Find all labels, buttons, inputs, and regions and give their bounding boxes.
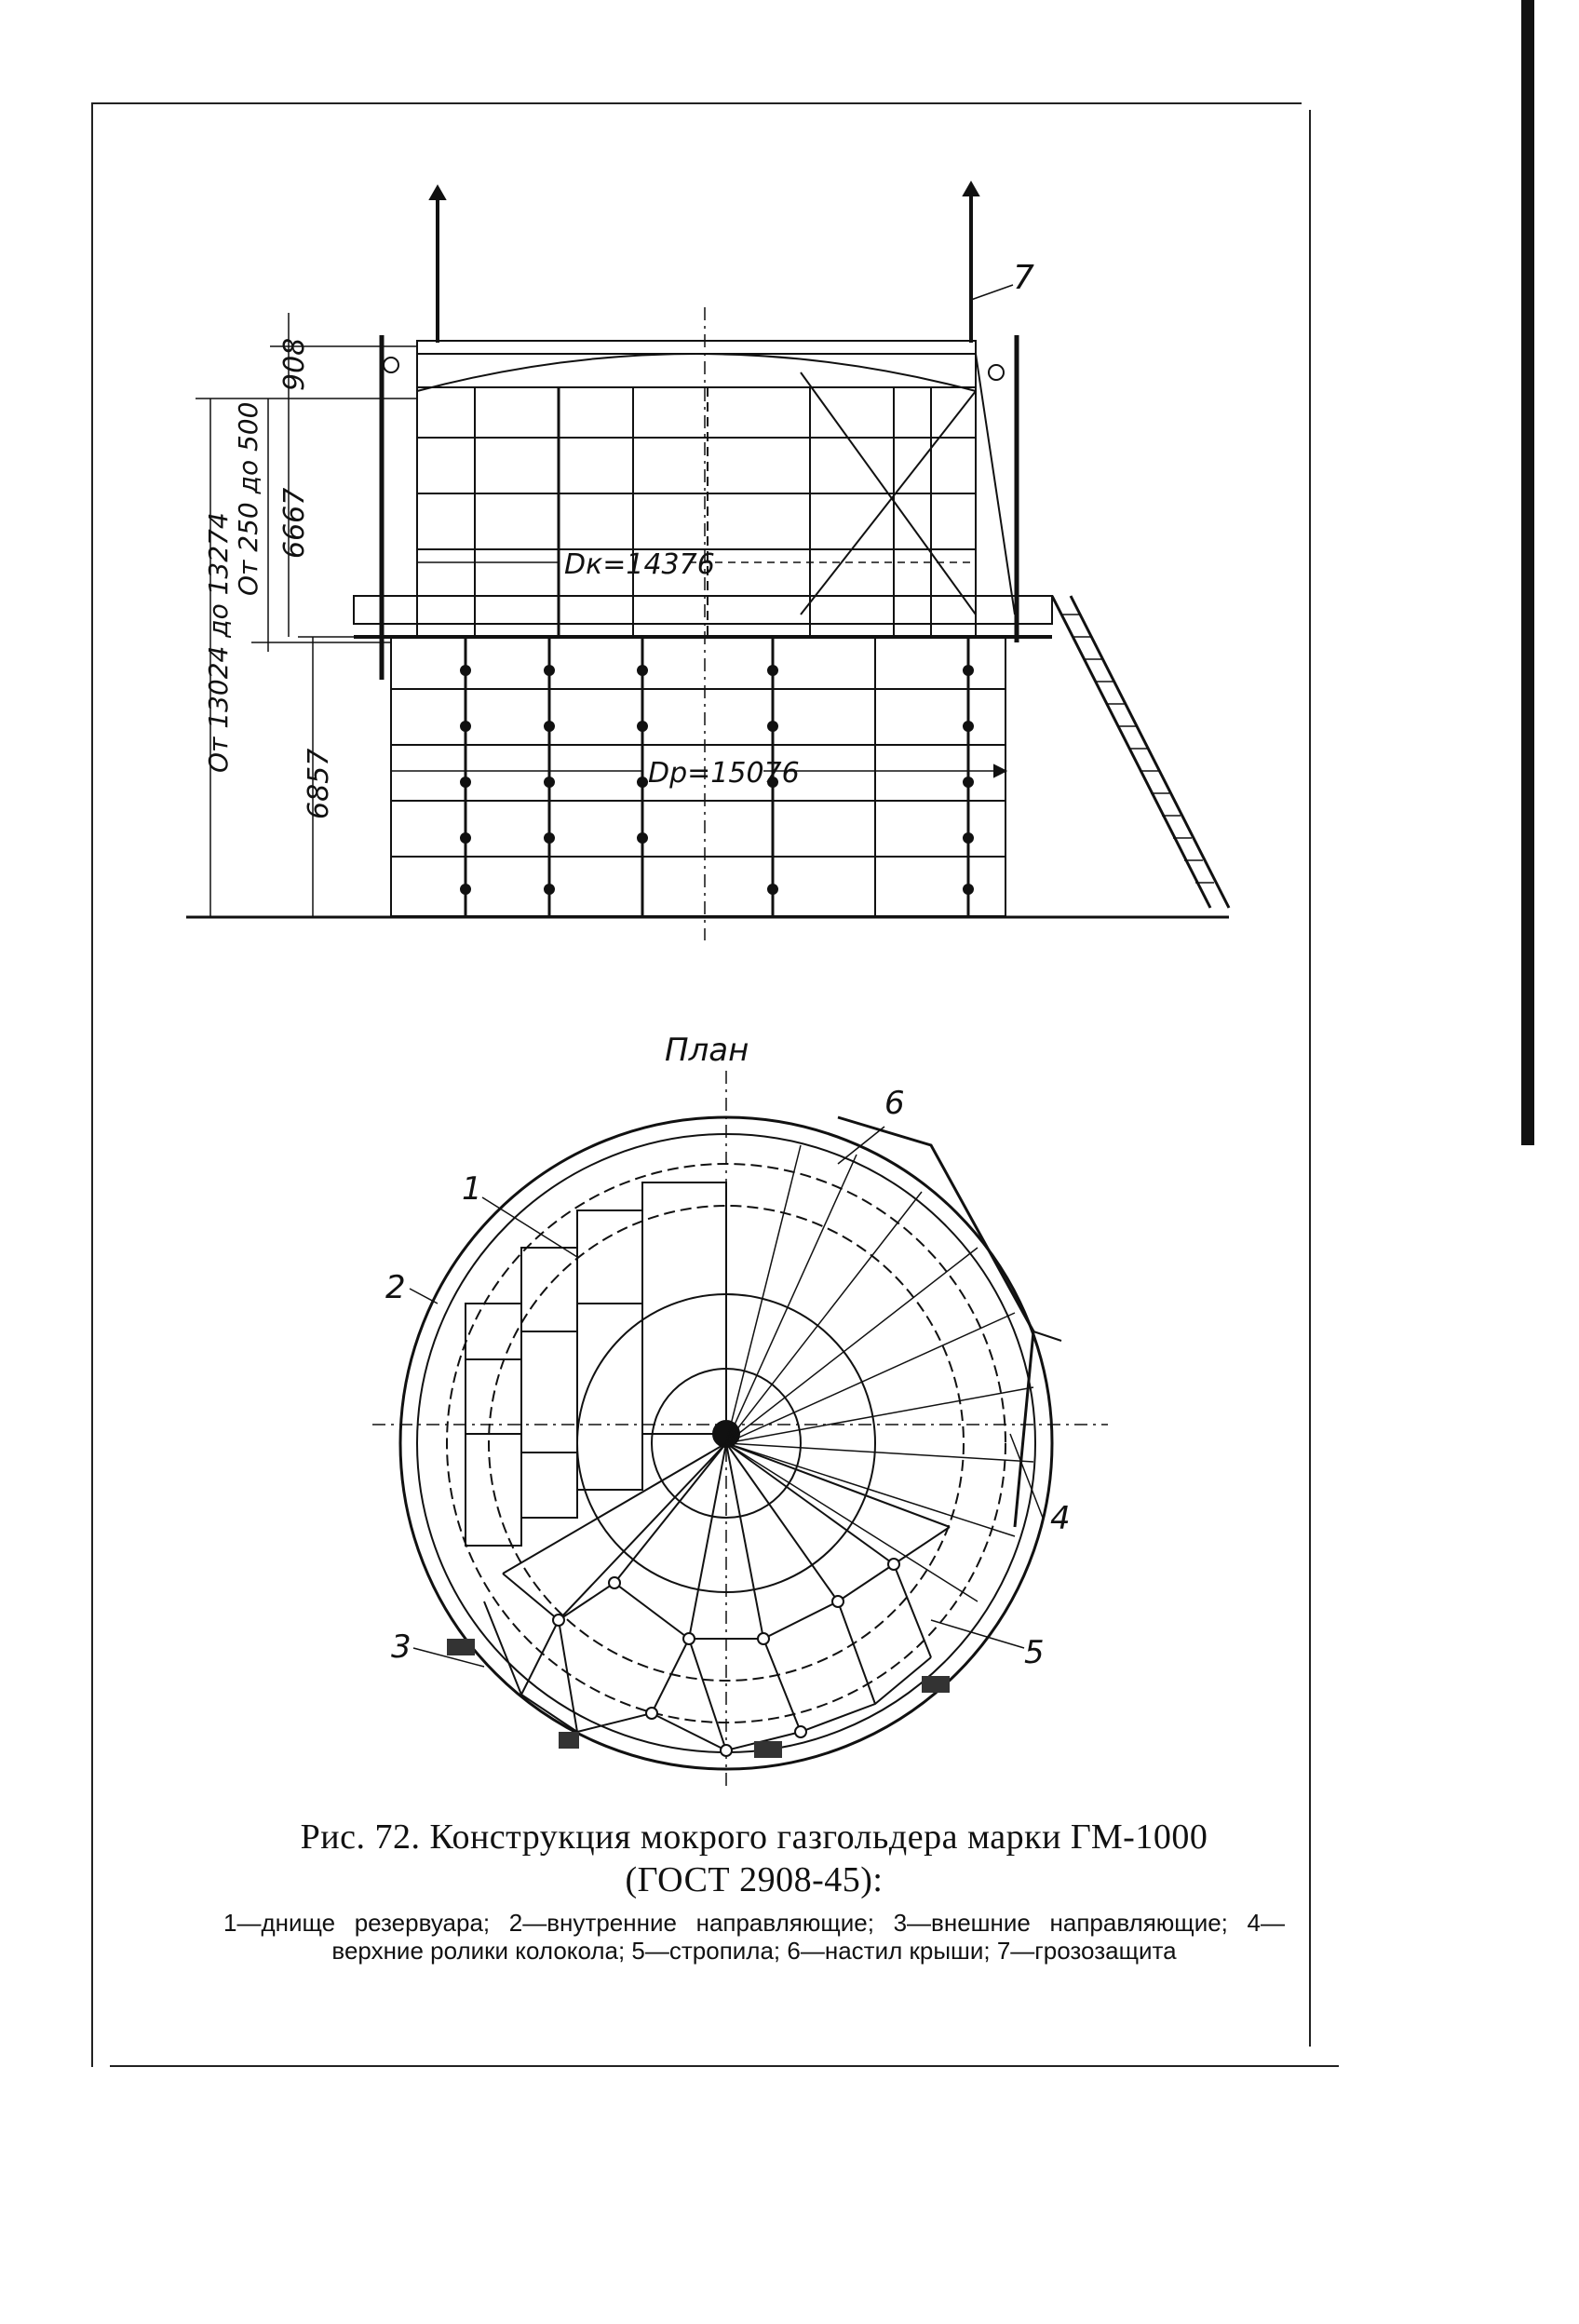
plan-view bbox=[372, 1071, 1108, 1788]
callout-1: 1 bbox=[462, 1170, 482, 1208]
frame-right-line bbox=[1309, 110, 1311, 2047]
dim-range-250-500: От 250 до 500 bbox=[233, 402, 263, 596]
callout-2: 2 bbox=[385, 1269, 406, 1306]
callout-6: 6 bbox=[884, 1085, 905, 1122]
dim-range-13024-13274: От 13024 до 13274 bbox=[203, 512, 234, 773]
caption-line-2: (ГОСТ 2908-45): bbox=[625, 1860, 884, 1899]
dim-908: 908 bbox=[278, 338, 311, 391]
figure-legend: 1—днище резервуара; 2—внутренние направл… bbox=[223, 1909, 1285, 1965]
callout-3: 3 bbox=[391, 1628, 412, 1666]
figure-caption-title: Рис. 72. Конструкция мокрого газгольдера… bbox=[205, 1816, 1303, 1901]
plan-label: План bbox=[665, 1032, 749, 1069]
callout-4: 4 bbox=[1050, 1500, 1071, 1537]
elevation-view bbox=[186, 180, 1231, 940]
dim-dk: Dк=14376 bbox=[564, 548, 715, 581]
frame-top-line bbox=[91, 102, 1302, 104]
frame-left-line bbox=[91, 102, 93, 2067]
frame-bottom-line bbox=[110, 2065, 1339, 2067]
dim-6857: 6857 bbox=[303, 749, 335, 819]
dim-dr: Dр=15076 bbox=[648, 757, 800, 790]
callout-5: 5 bbox=[1024, 1634, 1045, 1671]
callout-7: 7 bbox=[1013, 259, 1034, 297]
caption-line-1: Рис. 72. Конструкция мокрого газгольдера… bbox=[300, 1817, 1208, 1857]
scan-edge-bar bbox=[1521, 0, 1534, 1145]
dim-6667: 6667 bbox=[278, 488, 311, 559]
